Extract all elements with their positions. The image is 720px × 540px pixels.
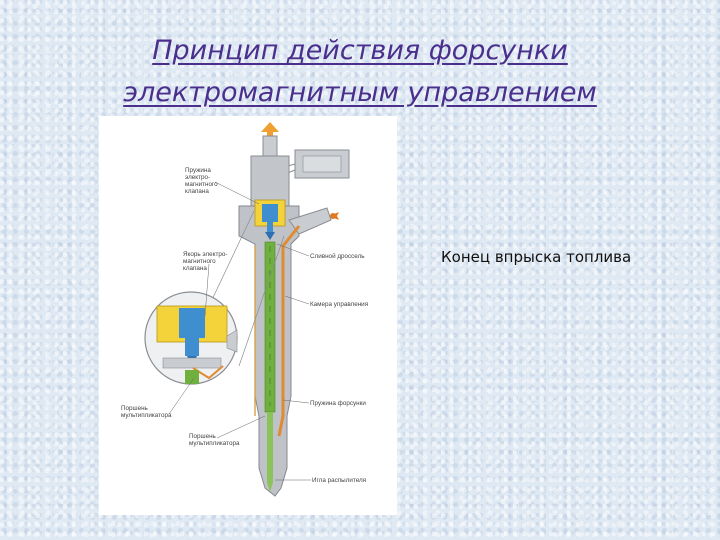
- slide-title: Принцип действия форсунки электромагнитн…: [0, 30, 720, 114]
- label-anchor-3: клапана: [183, 265, 207, 272]
- label-piston-1b: мультипликатора: [121, 412, 172, 419]
- control-plunger: [264, 241, 276, 492]
- title-line-1: Принцип действия форсунки: [152, 35, 568, 66]
- return-outlet-arrow: [261, 122, 279, 138]
- fuel-inlet-arrow: [329, 212, 339, 220]
- label-spring-1: Пружина: [185, 167, 211, 174]
- label-piston-2b: мультипликатора: [189, 440, 240, 447]
- solenoid-valve-area: [254, 199, 286, 240]
- injector-diagram: Пружина электро- магнитного клапана Якор…: [99, 116, 397, 515]
- label-spring-3: магнитного: [185, 181, 218, 188]
- label-nozzle-spring: Пружина форсунки: [310, 400, 366, 407]
- injector-body: [238, 135, 332, 497]
- label-piston-1a: Поршень: [121, 405, 149, 412]
- label-spring-2: электро-: [185, 174, 210, 181]
- label-control-chamber: Камера управления: [310, 301, 368, 308]
- label-piston-2a: Поршень: [189, 433, 217, 440]
- label-drain-throttle: Сливной дроссель: [310, 252, 365, 260]
- label-anchor-2: магнитного: [183, 258, 216, 265]
- high-pressure-channel: [254, 225, 301, 437]
- stage-caption: Конец впрыска топлива: [441, 248, 632, 266]
- label-anchor-1: Якорь электро-: [183, 251, 227, 258]
- detail-magnifier: [144, 210, 285, 385]
- electrical-connector: [278, 149, 350, 195]
- title-line-2: электромагнитным управлением: [123, 77, 597, 108]
- leader-lines: [168, 181, 311, 481]
- label-spring-4: клапана: [185, 188, 209, 195]
- label-needle: Игла распылителя: [312, 477, 366, 484]
- diagram-labels: Пружина электро- магнитного клапана Якор…: [121, 167, 368, 484]
